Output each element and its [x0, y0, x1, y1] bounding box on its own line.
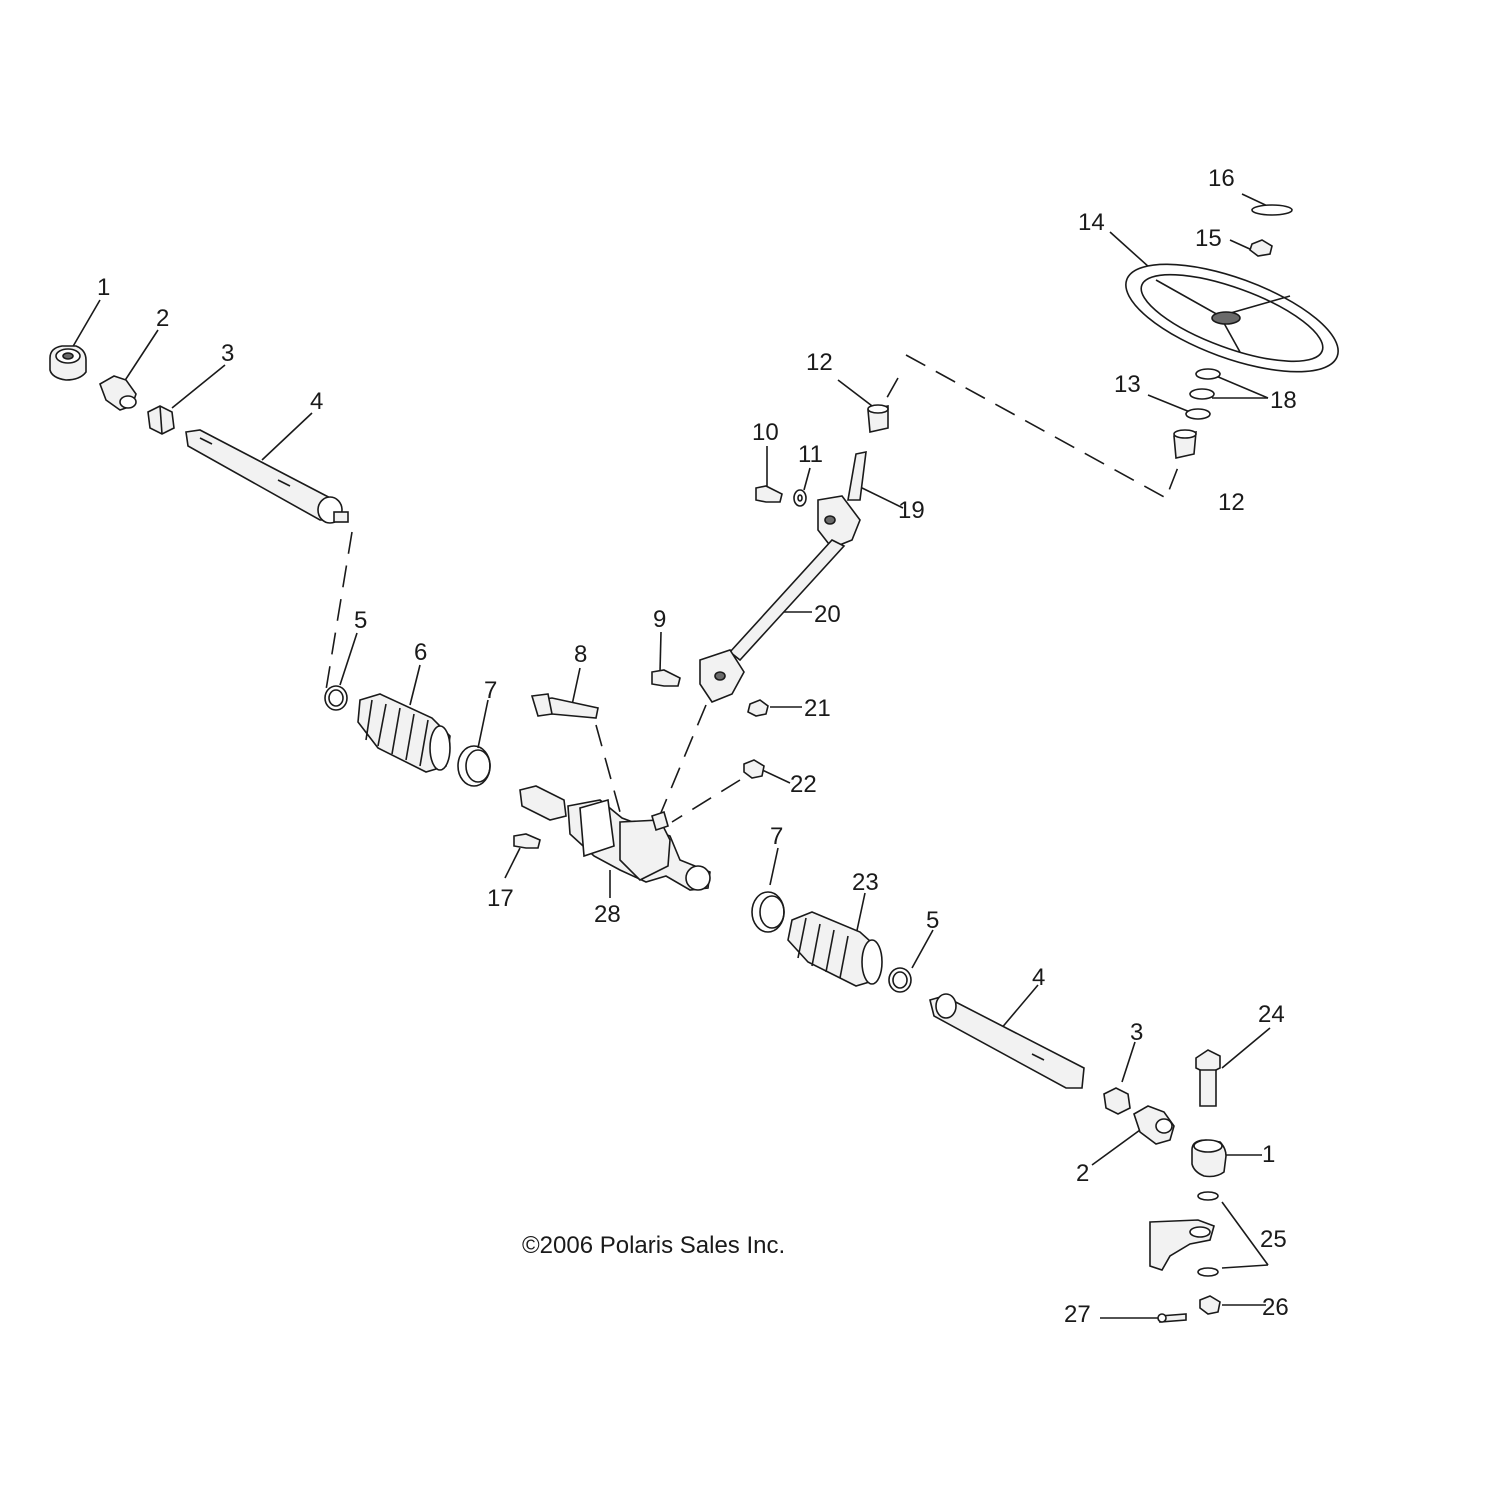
callout-23: 23	[852, 869, 879, 896]
part-21-nut	[747, 699, 769, 717]
callout-12-a: 12	[806, 349, 833, 376]
callout-13: 13	[1114, 371, 1141, 398]
callout-28: 28	[594, 901, 621, 928]
part-27-cotter-pin	[1157, 1313, 1187, 1323]
part-7-left-ring	[457, 745, 491, 787]
callout-1-left: 1	[97, 274, 110, 301]
callout-25: 25	[1260, 1226, 1287, 1253]
callout-14: 14	[1078, 209, 1105, 236]
part-1-right	[1191, 1139, 1227, 1178]
part-2-right	[1133, 1105, 1175, 1145]
part-14-steering-wheel	[1125, 263, 1339, 373]
part-13-washer	[1185, 408, 1211, 420]
spindle-arm	[1149, 1219, 1215, 1271]
part-24-bolt	[1195, 1049, 1221, 1107]
part-10-bolt	[755, 485, 783, 503]
part-20-intermediate-shaft	[699, 495, 861, 703]
callout-6: 6	[414, 639, 427, 666]
part-5-right-clamp	[888, 967, 912, 993]
callout-labels: 1 2 3 4 5 6 7 8 9 10 11 12 12 13 14 15 1…	[97, 165, 1297, 1328]
callout-27: 27	[1064, 1301, 1091, 1328]
callout-15: 15	[1195, 225, 1222, 252]
callout-4-left: 4	[310, 388, 323, 415]
part-2-left	[99, 375, 137, 411]
callout-17: 17	[487, 885, 514, 912]
part-17-bolt	[513, 833, 541, 849]
callout-16: 16	[1208, 165, 1235, 192]
callout-10: 10	[752, 419, 779, 446]
callout-7-right: 7	[770, 823, 783, 850]
part-6-boot	[357, 693, 451, 773]
part-22-nut	[743, 759, 765, 779]
callout-18: 18	[1270, 387, 1297, 414]
callout-22: 22	[790, 771, 817, 798]
callout-5-right: 5	[926, 907, 939, 934]
part-18-washers	[1189, 368, 1221, 400]
part-26-nut	[1199, 1295, 1221, 1315]
leader-lines	[67, 193, 1277, 1319]
part-7-right-ring	[751, 891, 785, 933]
part-12-bushing-a	[867, 404, 889, 433]
callout-3-right: 3	[1130, 1019, 1143, 1046]
part-4-left-tie-rod	[185, 429, 349, 524]
part-4-right-tie-rod	[929, 993, 1085, 1089]
part-3-right	[1103, 1087, 1131, 1115]
callout-2-left: 2	[156, 305, 169, 332]
callout-11: 11	[798, 441, 823, 468]
part-23-boot	[787, 911, 883, 987]
callout-3-left: 3	[221, 340, 234, 367]
callout-8: 8	[574, 641, 587, 668]
callout-21: 21	[804, 695, 831, 722]
callout-2-right: 2	[1076, 1160, 1089, 1187]
copyright-notice: ©2006 Polaris Sales Inc.	[522, 1232, 785, 1259]
part-11-washer	[793, 489, 807, 507]
callout-20: 20	[814, 601, 841, 628]
part-28-steering-rack	[519, 785, 711, 891]
part-9-bolt	[651, 669, 681, 687]
part-1-left	[49, 345, 87, 381]
part-12-bushing-b	[1173, 429, 1197, 459]
assembly-dashed-lines	[325, 354, 1181, 823]
callout-24: 24	[1258, 1001, 1285, 1028]
part-19-shaft	[847, 450, 867, 501]
part-15-nut	[1249, 239, 1273, 257]
callout-19: 19	[898, 497, 925, 524]
callout-1-right: 1	[1262, 1141, 1275, 1168]
part-8-bolt	[530, 693, 599, 719]
part-16-cap	[1251, 204, 1293, 216]
callout-5-left: 5	[354, 607, 367, 634]
callout-7-left: 7	[484, 677, 497, 704]
callout-9: 9	[653, 606, 666, 633]
part-25-washers	[1197, 1191, 1219, 1277]
part-3-left	[147, 405, 175, 435]
callout-26: 26	[1262, 1294, 1289, 1321]
callout-4-right: 4	[1032, 964, 1045, 991]
callout-12-b: 12	[1218, 489, 1245, 516]
part-5-left-clamp	[324, 685, 348, 711]
